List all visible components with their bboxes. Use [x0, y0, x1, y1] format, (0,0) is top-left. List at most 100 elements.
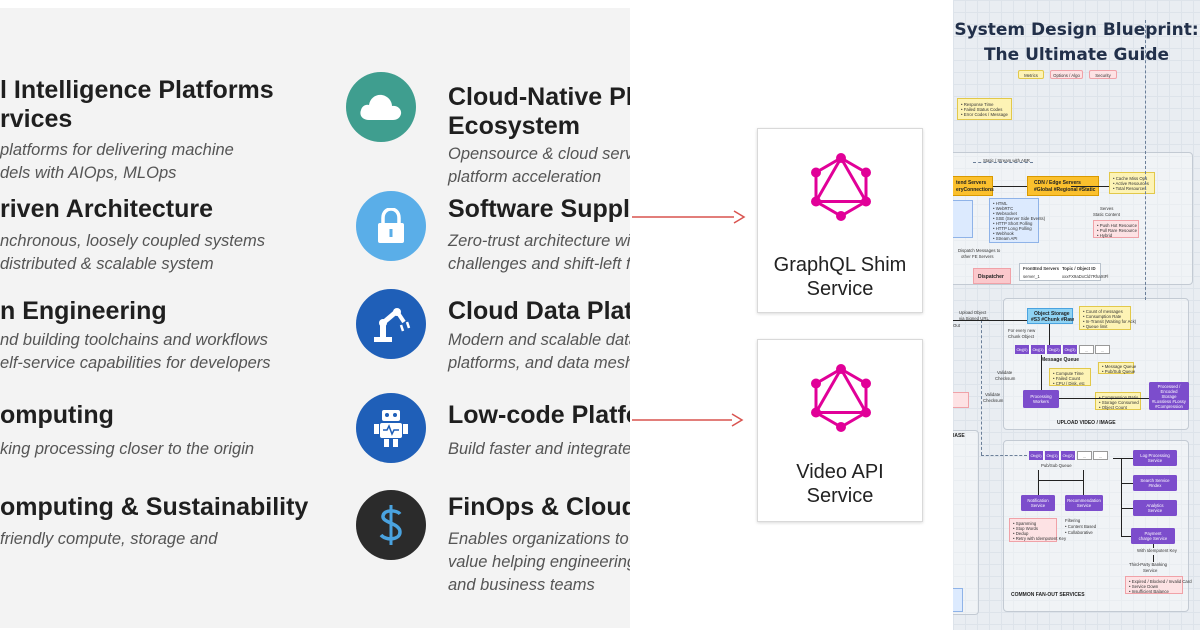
push-pull-line-1: • Push Hot Resource [1097, 223, 1137, 228]
notification-service-box: Notification Service [1021, 495, 1055, 511]
cache-note-line-1: • Cache Miss Ops [1113, 176, 1148, 181]
compression-note-line-1: • Compression Ratio [1099, 395, 1139, 400]
protocol-4: • SSE (Server Side Events) [993, 216, 1046, 221]
fe-table-header-2: Topic / Object ID [1062, 266, 1096, 271]
arrow-to-video-api [632, 413, 744, 427]
compute-note-line-2: • Failed Count [1053, 376, 1081, 381]
queue-cell-5: ... [1095, 345, 1110, 354]
cache-note-line-3: • Total Resources [1113, 186, 1147, 191]
storage-note-line-2: • Consumption Rate [1083, 314, 1122, 319]
third-party-label-2: Service [1143, 568, 1158, 573]
connector-line [993, 186, 1027, 187]
notification-line-2: Service [1030, 503, 1046, 508]
cache-note-line-2: • Active Resources [1113, 181, 1149, 186]
left-item-5: omputing & Sustainability friendly compu… [0, 493, 308, 551]
right-item-4-title: Low-code Platfo [448, 401, 630, 429]
analytics-line-2: Service [1147, 508, 1163, 513]
log-processing-line-2: Service [1147, 458, 1163, 463]
protocol-3: • Websocket [993, 211, 1017, 216]
video-api-label-line-2: Service [806, 485, 874, 507]
left-item-4-title: omputing [0, 401, 114, 429]
recommendation-service-box: Recommendation Service [1065, 495, 1103, 511]
pubsub-cell-2: Obj(2) [1061, 451, 1076, 460]
cloud-icon [346, 72, 416, 142]
dispatch-label-1: Dispatch Messages to [958, 248, 1001, 253]
right-item-5-desc-line-1: Enables organizations to g [448, 530, 630, 548]
analytics-service-box: Analytics Service [1133, 500, 1177, 516]
graphql-shim-label-line-2: Service [806, 278, 874, 300]
right-item-4: Low-code Platfo Build faster and integra… [448, 401, 630, 461]
serves-label-2: Static Content [1093, 212, 1120, 217]
compression-note: • Compression Ratio • Storage Consumed •… [1095, 392, 1141, 410]
payment-line-2: charge Service [1138, 536, 1168, 541]
video-api-service-box[interactable]: Video API Service [757, 339, 923, 522]
queue-cell-1: Obj(1) [1031, 345, 1046, 354]
graphql-shim-service-box[interactable]: GraphQL Shim Service [757, 128, 923, 313]
dispatcher-box: Dispatcher [973, 268, 1011, 284]
serves-label-1: Serves [1100, 206, 1114, 211]
third-party-label-1: Third-Party Banking [1129, 562, 1167, 567]
static-label: Static / Stream with ABR [983, 158, 1030, 163]
queue-cell-4: ... [1079, 345, 1094, 354]
storage-note-line-1: • Count of messages [1083, 309, 1123, 314]
right-item-3: Cloud Data Platf Modern and scalable dat… [448, 297, 630, 375]
left-item-1: l Intelligence Platforms rvices platform… [0, 76, 274, 185]
pubsub-label: Pub/Sub Queue [1041, 463, 1072, 468]
left-pink-note [953, 392, 969, 408]
validate2-label-2: Checksum [983, 398, 1004, 403]
cdn-box-line-2: #Global #Regional #Static [1034, 187, 1096, 193]
metrics-pill: Metrics [1018, 70, 1044, 79]
protocol-2: • WebRTC [993, 206, 1014, 211]
connector-line [1038, 480, 1083, 481]
protocol-5: • HTTP Short Polling [993, 221, 1033, 226]
graphql-diagram: GraphQL Shim Service Video API Service [630, 0, 953, 630]
payment-service-box: Payment charge Service [1131, 528, 1175, 544]
upload-label-2: via Signed URL [959, 316, 989, 321]
filter-note-3: • Collaborative [1065, 530, 1093, 535]
connector-line [1038, 470, 1039, 495]
right-item-5-title: FinOps & Cloud [448, 493, 630, 521]
search-service-line-1: Search Service [1140, 478, 1170, 483]
connector-line [981, 320, 982, 455]
compute-note-line-1: • Compute Time [1053, 371, 1084, 376]
dispatch-label-2: other FE Servers [961, 254, 994, 259]
validate-label-2: Checksum [995, 376, 1016, 381]
storage-note-line-4: • Queue limit [1083, 324, 1108, 329]
left-item-1-desc-line-1: platforms for delivering machine [0, 141, 234, 159]
connector-line [1041, 355, 1042, 390]
left-item-2: riven Architecture nchronous, loosely co… [0, 195, 265, 276]
right-item-1-desc-line-2: platform acceleration [448, 168, 602, 186]
connector-line [1121, 536, 1131, 537]
recommendation-line-2: Service [1076, 503, 1092, 508]
right-item-5: FinOps & Cloud Enables organizations to … [448, 493, 630, 597]
left-item-1-title-line-1: l Intelligence Platforms [0, 76, 274, 104]
upload-label-1: Upload Object [959, 310, 987, 315]
pubsub-cell-3: ... [1077, 451, 1092, 460]
recommendation-line-1: Recommendation [1067, 498, 1101, 503]
right-item-3-desc-line-1: Modern and scalable data [448, 331, 630, 349]
log-processing-service-box: Log Processing Service [1133, 450, 1177, 466]
connector-line [1145, 20, 1146, 300]
filter-note-2: • Content Based [1065, 524, 1097, 529]
payment-note: • Expired / Blocked / Invalid Card • Ser… [1125, 576, 1192, 594]
left-item-3-title: n Engineering [0, 297, 167, 325]
object-storage-line-1: Object Storage [1034, 311, 1070, 317]
processing-workers-line-1: Processing [1030, 394, 1052, 399]
mq-note-line-2: • Pub/Sub Queue [1102, 369, 1136, 374]
search-service-box: Search Service #Index [1133, 475, 1177, 491]
storage-note-line-3: • In-Transit (Waiting for Ack) [1083, 319, 1137, 324]
queue-cell-3: Obj(3) [1063, 345, 1078, 354]
left-connection-note [953, 200, 973, 238]
options-pill: Options / Algo [1050, 70, 1083, 79]
storage-note: • Count of messages • Consumption Rate •… [1079, 306, 1136, 330]
right-item-4-desc-line-1: Build faster and integrate [448, 440, 630, 458]
connector-line [973, 162, 1033, 163]
push-pull-line-3: • Hybrid [1097, 233, 1113, 238]
fanout-section-label: COMMON FAN-OUT SERVICES [1011, 592, 1085, 598]
left-item-2-desc-line-2: distributed & scalable system [0, 255, 214, 273]
left-item-2-desc-line-1: nchronous, loosely coupled systems [0, 232, 266, 250]
protocol-7: • Webhook [993, 231, 1014, 236]
robot-arm-icon [356, 289, 426, 359]
left-item-3: n Engineering nd building toolchains and… [0, 297, 271, 375]
filter-note-1: Filtering [1065, 518, 1081, 523]
